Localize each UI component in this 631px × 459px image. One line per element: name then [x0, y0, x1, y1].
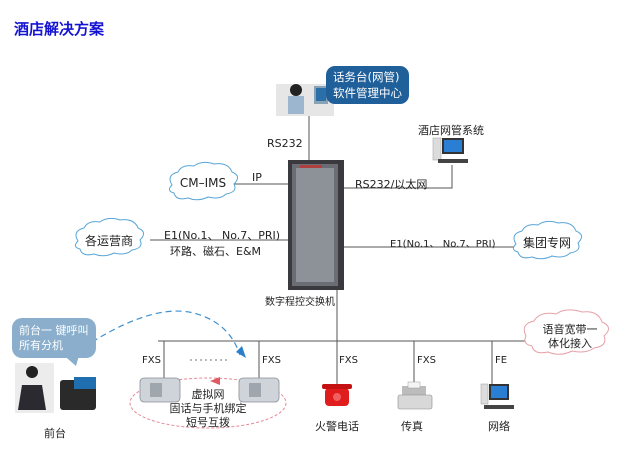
- voice-broadband-line2: 体化接入: [548, 337, 592, 350]
- operator-console-line1: 话务台(网管): [333, 70, 400, 84]
- port-label-network: FE: [495, 355, 508, 366]
- virtual-network-line2: 固话与手机绑定: [169, 402, 247, 415]
- fax-shape: [397, 381, 433, 410]
- network-label: 网络: [488, 420, 510, 433]
- carriers-link-label-2: 环路、磁石、E&M: [170, 245, 262, 258]
- link-pbx-nms: [344, 165, 453, 189]
- virtual-network-line3: 短号互拨: [186, 416, 230, 429]
- cloud-voice-broadband: [523, 309, 609, 355]
- operator-console-bubble: 话务台(网管) 软件管理中心: [326, 66, 409, 104]
- extension-phone-2-shape: [238, 377, 280, 403]
- port-label-fax: FXS: [417, 355, 436, 366]
- group-network-label: 集团专网: [522, 236, 571, 250]
- carriers-link-label-1: E1(No.1、 No.7、PRI): [164, 229, 281, 242]
- virtual-network-line1: 虚拟网: [191, 388, 225, 401]
- operator-console-line2: 软件管理中心: [333, 86, 402, 100]
- hotel-nms-label: 酒店网管系统: [418, 124, 484, 137]
- carriers-label: 各运营商: [84, 234, 133, 248]
- port-label-phone-2: FXS: [262, 355, 281, 366]
- fire-phone-shape: [322, 384, 352, 406]
- front-desk-label: 前台: [44, 427, 66, 440]
- virtual-network-ring: [129, 377, 287, 429]
- call-all-arc: [91, 310, 241, 356]
- arc-arrowhead: [236, 346, 246, 358]
- ip-label: IP: [252, 171, 262, 184]
- front-desk-scene: [15, 363, 96, 413]
- pbx-cabinet: [288, 160, 344, 290]
- front-desk-bubble-line1: 前台一 键呼叫: [19, 324, 89, 337]
- front-desk-bubble: 前台一 键呼叫 所有分机: [12, 318, 96, 358]
- cloud-group: [512, 220, 582, 260]
- port-label-fire: FXS: [339, 355, 358, 366]
- extension-phone-1-shape: [139, 377, 181, 403]
- voice-broadband-line1: 语音宽带一: [542, 323, 598, 336]
- voice-broadband-label: 语音宽带一 体化接入: [532, 323, 608, 351]
- cm-ims-label: CM–IMS: [179, 176, 227, 190]
- group-link-label: E1(No.1、 No.7、PRI): [390, 239, 496, 250]
- network-pc-shape: [480, 383, 514, 409]
- operator-workstation: [276, 84, 334, 116]
- rs232-label: RS232: [267, 137, 303, 150]
- rs232-ethernet-label: RS232/以太网: [355, 178, 428, 191]
- nms-computer: [432, 137, 468, 163]
- fire-phone-label: 火警电话: [315, 420, 359, 433]
- page-title: 酒店解决方案: [14, 20, 105, 38]
- fax-label: 传真: [401, 420, 423, 433]
- cloud-cm-ims: [168, 161, 238, 201]
- ring-arrowhead: [210, 377, 220, 385]
- virtual-network-text: 虚拟网 固话与手机绑定 短号互拨: [150, 388, 266, 430]
- cloud-carriers: [74, 217, 144, 257]
- pbx-label: 数字程控交换机: [265, 297, 335, 308]
- port-label-phone-1: FXS: [142, 355, 161, 366]
- front-desk-bubble-line2: 所有分机: [19, 339, 63, 352]
